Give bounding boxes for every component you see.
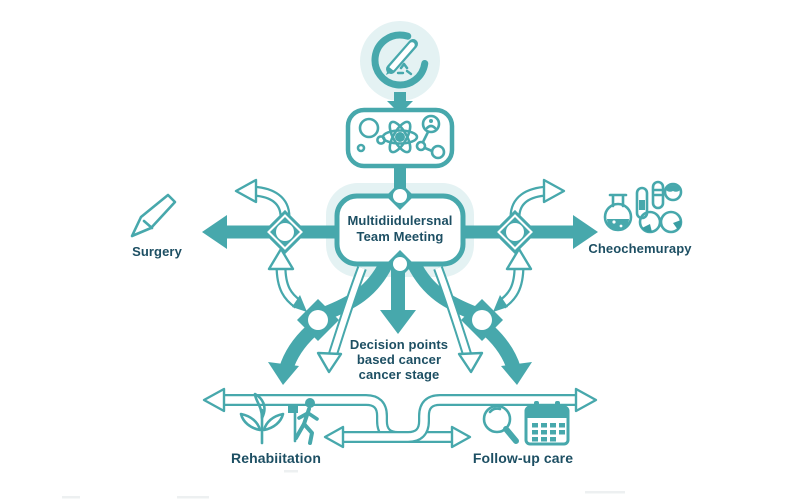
hollow-return-left	[267, 247, 307, 312]
decision-note-line1: Decision points	[349, 337, 449, 352]
scalpel-icon	[130, 193, 177, 238]
atom-icon	[381, 120, 419, 154]
decision-note: Decision points based cancer cancer stag…	[337, 337, 461, 382]
hollow-descent-left	[316, 266, 367, 374]
panel-to-hub-connector	[394, 163, 406, 189]
diamond-port-hub-top	[386, 182, 414, 210]
magnifier-icon	[482, 404, 519, 444]
hub-title-line2: Team Meeting	[356, 229, 444, 244]
thick-swoop-right-upper	[407, 260, 479, 321]
chemistry-flasks-icon	[603, 180, 683, 234]
faint-footer-marks	[62, 470, 625, 499]
thick-swoop-left-upper	[321, 260, 393, 321]
pen-writing-ring-icon	[371, 31, 429, 89]
hub-title-line1: Multidiidulersnal	[347, 213, 453, 228]
hollow-return-right	[493, 247, 533, 312]
molecule-atom-panel-icon	[345, 107, 455, 169]
decision-note-line3: cancer stage	[358, 367, 440, 382]
diamond-port-hub-bottom	[386, 250, 414, 278]
calendar-icon	[524, 401, 570, 446]
diamond-node-right-shaft	[492, 209, 538, 255]
label-chemotherapy: Cheochemurapy	[588, 241, 692, 256]
thick-swoop-right-lower	[484, 325, 532, 385]
thick-arrow-down-to-decision	[380, 266, 416, 334]
walking-person-icon	[288, 398, 319, 445]
bottom-long-arrow-right	[323, 387, 598, 449]
label-surgery: Surgery	[132, 244, 182, 259]
decision-note-line2: based cancer	[356, 352, 442, 367]
label-followup-care: Follow-up care	[472, 450, 574, 466]
diamond-node-left-shaft	[262, 209, 308, 255]
plant-icon	[239, 392, 285, 445]
thick-swoop-left-lower	[268, 325, 316, 385]
network-person-icon	[415, 114, 446, 160]
hollow-descent-right	[433, 266, 484, 374]
hollow-curve-upper-left	[234, 178, 291, 218]
hub-title: Multidiidulersnal Team Meeting	[337, 213, 463, 245]
diamond-node-lower-right	[461, 299, 503, 341]
hollow-curve-upper-right	[509, 178, 566, 218]
arrow-ring-to-panel	[387, 92, 413, 114]
diamond-node-lower-left	[297, 299, 339, 341]
label-rehabilitation: Rehabiitation	[231, 450, 321, 466]
